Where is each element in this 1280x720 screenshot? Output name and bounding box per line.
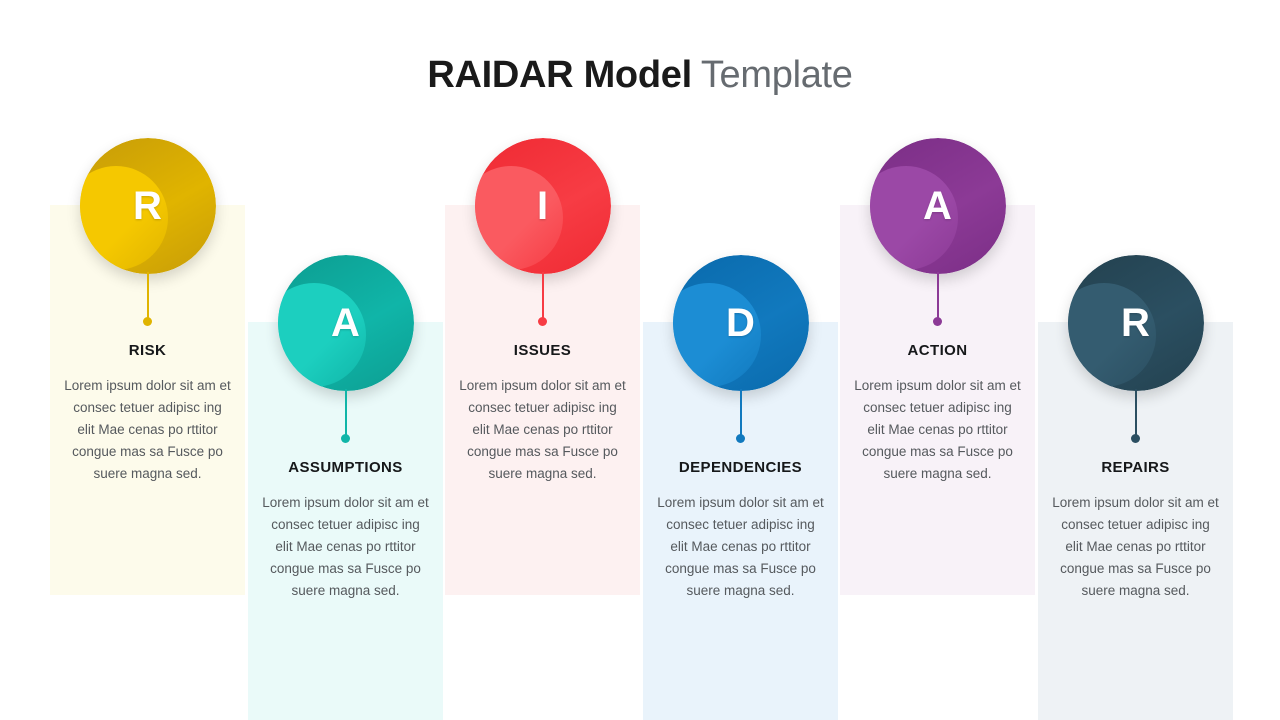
node-letter: A [331,300,360,345]
card-body-text: Lorem ipsum dolor sit am et consec tetue… [64,378,231,481]
connector-line [937,272,939,320]
connector-dot [143,317,152,326]
node-risk[interactable]: R [79,138,216,326]
connector-line [345,389,347,437]
circle-highlight-lobe [79,166,168,270]
node-issues[interactable]: I [474,138,611,326]
card-body-text: Lorem ipsum dolor sit am et consec tetue… [1052,495,1219,598]
connector-dot [933,317,942,326]
node-dependencies[interactable]: D [672,255,809,443]
circle-badge [474,138,611,274]
node-letter: A [923,183,952,228]
card-title: ISSUES [513,342,572,359]
node-letter: D [726,300,755,345]
connector-dot [1131,434,1140,443]
card-body-text: Lorem ipsum dolor sit am et consec tetue… [657,495,824,598]
circle-highlight-lobe [869,166,958,270]
connector-line [1135,389,1137,437]
card-title: ACTION [907,342,968,359]
circle-badge [672,255,809,391]
connector-line [542,272,544,320]
circle-highlight-lobe [474,166,563,270]
card-title: DEPENDENCIES [678,459,803,476]
circle-badge [277,255,414,391]
card-action: ACTION Lorem ipsum dolor sit am et consec… [840,205,1035,595]
page-title-light: Template [700,54,853,96]
circle-badge [79,138,216,274]
card-body-text: Lorem ipsum dolor sit am et consec tetue… [262,495,429,598]
card-title: ASSUMPTIONS [288,459,403,476]
connector-dot [341,434,350,443]
node-repairs[interactable]: R [1067,255,1204,443]
card-title: RISK [128,342,167,359]
circle-highlight-lobe [672,283,761,387]
node-action[interactable]: A [869,138,1006,326]
connector-dot [736,434,745,443]
node-letter: R [133,183,162,228]
circle-badge [869,138,1006,274]
card-body-text: Lorem ipsum dolor sit am et consec tetue… [854,378,1021,481]
page-title-strong: RAIDAR Model [427,54,692,96]
connector-line [147,272,149,320]
card-title: REPAIRS [1101,459,1170,476]
circle-highlight-lobe [277,283,366,387]
node-assumptions[interactable]: A [277,255,414,443]
connector-line [740,389,742,437]
card-assumptions: ASSUMPTIONS Lorem ipsum dolor sit am et c… [248,322,443,720]
connector-dot [538,317,547,326]
circle-highlight-lobe [1067,283,1156,387]
node-letter: I [536,183,549,228]
card-body-text: Lorem ipsum dolor sit am et consec tetue… [459,378,626,481]
circle-badge [1067,255,1204,391]
node-letter: R [1121,300,1150,345]
